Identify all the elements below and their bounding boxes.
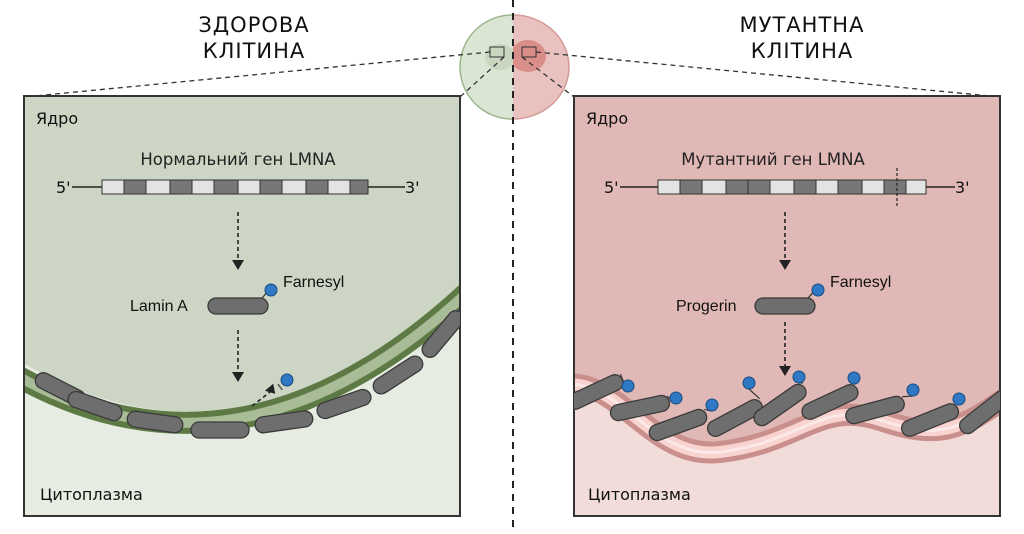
- gene-exon: [794, 180, 816, 194]
- gene-exon: [906, 180, 926, 194]
- mutant-gene-label: Мутантний ген LMNA: [681, 150, 865, 169]
- farnesyl-group: [953, 393, 965, 405]
- gene-exon: [192, 180, 214, 194]
- gene-exon: [260, 180, 282, 194]
- gene-exon: [328, 180, 350, 194]
- cell-icon: [457, 0, 569, 529]
- farnesyl-group: [793, 371, 805, 383]
- gene-exon: [748, 180, 770, 194]
- farnesyl-group: [622, 380, 634, 392]
- healthy-five-prime: 5': [56, 178, 71, 197]
- gene-exon: [306, 180, 328, 194]
- gene-exon: [816, 180, 838, 194]
- gene-exon: [658, 180, 680, 194]
- gene-exon: [146, 180, 170, 194]
- gene-exon: [838, 180, 862, 194]
- progerin-label: Progerin: [676, 298, 736, 315]
- gene-exon: [862, 180, 884, 194]
- farnesyl-group: [848, 372, 860, 384]
- mutant-cell-title: МУТАНТНА КЛІТИНА: [672, 12, 932, 64]
- healthy-cell-title: ЗДОРОВА КЛІТИНА: [124, 12, 384, 64]
- healthy-gene-label: Нормальний ген LMNA: [140, 150, 336, 169]
- healthy-title-line2: КЛІТИНА: [124, 38, 384, 64]
- mutant-three-prime: 3': [955, 178, 970, 197]
- healthy-farnesyl-label: Farnesyl: [283, 274, 344, 291]
- farnesyl-group: [670, 392, 682, 404]
- healthy-title-line1: ЗДОРОВА: [124, 12, 384, 38]
- mutant-farnesyl-label: Farnesyl: [830, 274, 891, 291]
- farnesyl-group: [907, 384, 919, 396]
- healthy-three-prime: 3': [405, 178, 420, 197]
- farnesyl-group: [706, 399, 718, 411]
- mutant-cytoplasm-label: Цитоплазма: [588, 485, 691, 504]
- gene-exon: [702, 180, 726, 194]
- mutant-title-line1: МУТАНТНА: [672, 12, 932, 38]
- gene-exon: [282, 180, 306, 194]
- mutant-title-line2: КЛІТИНА: [672, 38, 932, 64]
- gene-exon: [124, 180, 146, 194]
- healthy-nucleus-label: Ядро: [36, 109, 78, 128]
- healthy-cytoplasm-label: Цитоплазма: [40, 485, 143, 504]
- gene-exon: [770, 180, 794, 194]
- mutant-five-prime: 5': [604, 178, 619, 197]
- lamin-a-label: Lamin A: [130, 298, 188, 315]
- gene-exon: [170, 180, 192, 194]
- gene-exon: [238, 180, 260, 194]
- gene-exon: [102, 180, 124, 194]
- mutant-gene-exons: [658, 180, 926, 194]
- gene-exon: [680, 180, 702, 194]
- farnesyl-group: [743, 377, 755, 389]
- mutant-nucleus-label: Ядро: [586, 109, 628, 128]
- gene-exon: [884, 180, 906, 194]
- gene-exon: [350, 180, 368, 194]
- gene-exon: [214, 180, 238, 194]
- gene-exon: [726, 180, 748, 194]
- healthy-gene-exons: [102, 180, 368, 194]
